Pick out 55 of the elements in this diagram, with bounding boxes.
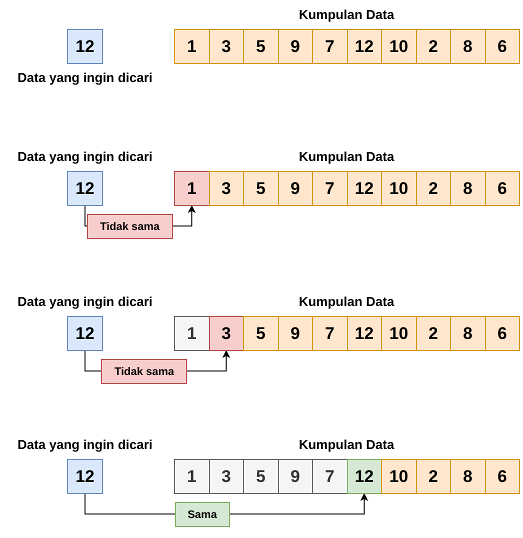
array-cell: 6 xyxy=(484,171,520,206)
array-cell: 2 xyxy=(416,459,451,494)
array-cell: 6 xyxy=(484,459,520,494)
array-cell: 10 xyxy=(381,316,416,351)
array-cell: 8 xyxy=(450,459,486,494)
array-cell: 8 xyxy=(450,171,486,206)
array-cell: 2 xyxy=(416,171,451,206)
array-cell: 6 xyxy=(484,29,520,64)
array-cell: 1 xyxy=(174,29,210,64)
heading: Kumpulan Data xyxy=(298,437,396,452)
array-cell: 10 xyxy=(381,171,416,206)
array-cell: 12 xyxy=(346,29,382,64)
array-cell: 3 xyxy=(208,29,244,64)
heading: Data yang ingin dicari xyxy=(16,149,154,164)
array-cell: 2 xyxy=(416,316,451,351)
array-cell: 5 xyxy=(243,171,278,206)
array-cell: 10 xyxy=(381,29,416,64)
edge-label: Sama xyxy=(174,502,230,527)
array-cell: 10 xyxy=(381,459,416,494)
array-cell: 8 xyxy=(450,316,486,351)
value-box: 12 xyxy=(67,459,103,494)
array-cell: 3 xyxy=(208,316,244,351)
array-cell: 9 xyxy=(278,171,313,206)
array-cell: 9 xyxy=(278,316,313,351)
heading: Data yang ingin dicari xyxy=(16,294,154,309)
array-cell: 7 xyxy=(312,171,348,206)
edge-label: Tidak sama xyxy=(86,214,173,239)
array-cell: 1 xyxy=(174,459,210,494)
heading: Kumpulan Data xyxy=(298,294,396,309)
array-cell: 9 xyxy=(278,29,313,64)
array-cell: 12 xyxy=(346,171,382,206)
array-cell: 7 xyxy=(312,29,348,64)
value-box: 12 xyxy=(67,171,103,206)
array-cell: 5 xyxy=(243,29,278,64)
array-cell: 1 xyxy=(174,171,210,206)
heading: Data yang ingin dicari xyxy=(16,70,154,85)
edge-label: Tidak sama xyxy=(101,359,188,384)
array-cell: 5 xyxy=(243,459,278,494)
array-cell: 5 xyxy=(243,316,278,351)
array-cell: 12 xyxy=(346,459,382,494)
array-cell: 8 xyxy=(450,29,486,64)
value-box: 12 xyxy=(67,29,103,64)
heading: Kumpulan Data xyxy=(298,149,396,164)
heading: Data yang ingin dicari xyxy=(16,437,154,452)
heading: Kumpulan Data xyxy=(298,7,396,22)
array-cell: 3 xyxy=(208,459,244,494)
array-cell: 2 xyxy=(416,29,451,64)
array-cell: 1 xyxy=(174,316,210,351)
array-cell: 12 xyxy=(346,316,382,351)
array-cell: 3 xyxy=(208,171,244,206)
array-cell: 6 xyxy=(484,316,520,351)
array-cell: 7 xyxy=(312,459,348,494)
array-cell: 9 xyxy=(278,459,313,494)
array-cell: 7 xyxy=(312,316,348,351)
value-box: 12 xyxy=(67,316,103,351)
